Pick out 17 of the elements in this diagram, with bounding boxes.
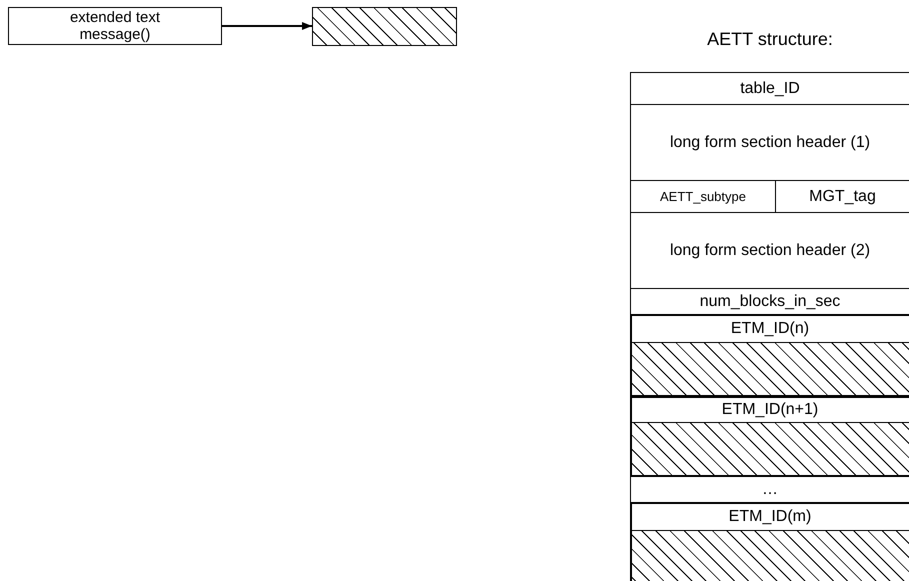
hatched-block — [631, 531, 909, 581]
table-title: AETT structure: — [706, 29, 834, 50]
field-name: long form section header (1) — [631, 105, 909, 181]
field-name: ETM_ID(n) — [631, 315, 909, 343]
field-name: long form section header (2) — [631, 213, 909, 289]
process-box: extended text message() — [8, 7, 222, 45]
field-name: table_ID — [631, 73, 909, 105]
field-name: ETM_ID(n+1) — [631, 397, 909, 423]
field-name: num_blocks_in_sec — [631, 289, 909, 315]
hatched-block — [631, 343, 909, 397]
field-name: MGT_tag — [775, 181, 909, 213]
field-name: ETM_ID(m) — [631, 503, 909, 531]
hatched-block — [312, 7, 457, 46]
arrow — [222, 22, 312, 30]
ellipsis-text: … — [631, 477, 909, 503]
field-name: AETT_subtype — [631, 181, 775, 213]
hatched-block — [631, 423, 909, 477]
